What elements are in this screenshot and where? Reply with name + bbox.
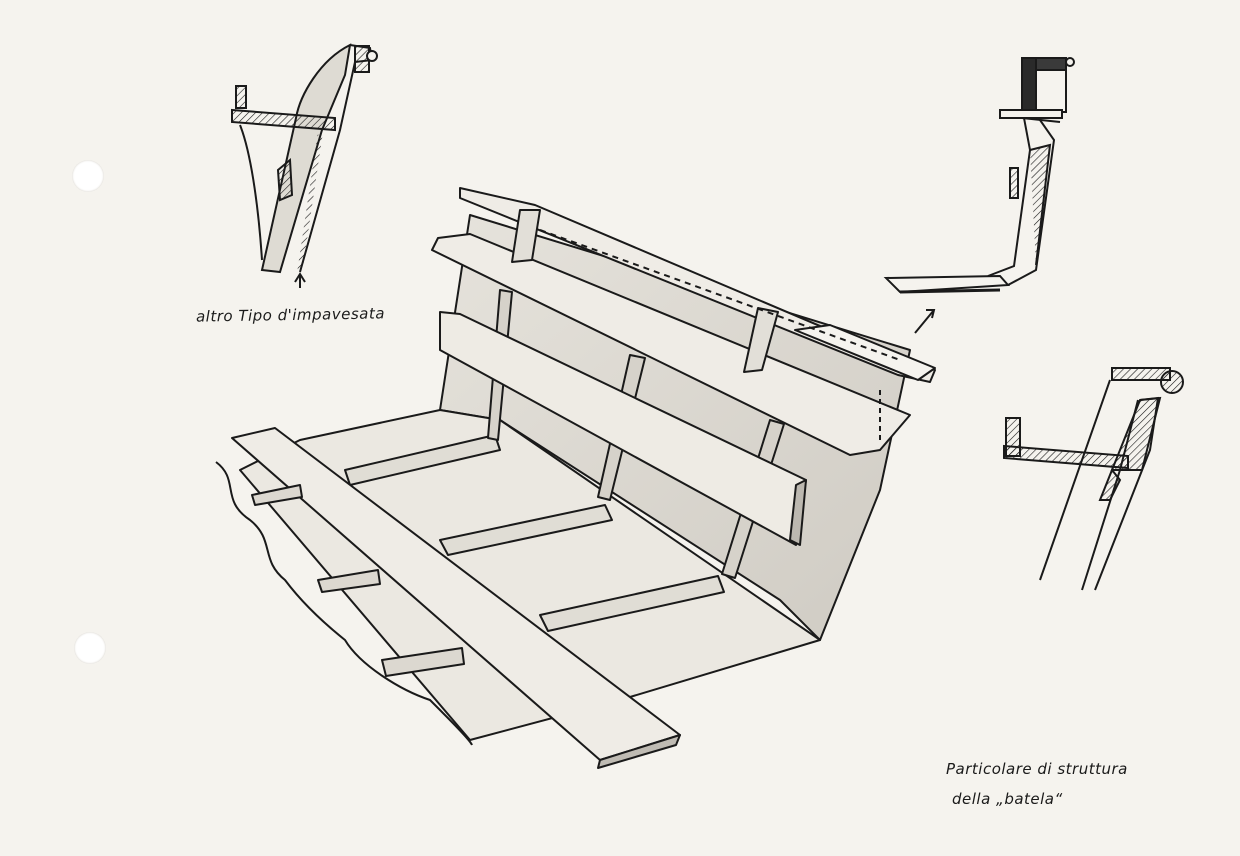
- annotation-bulwark-alt: altro Tipo d'impavesata: [195, 304, 386, 326]
- detail-section-right: [883, 57, 1075, 334]
- detail-gunwale-right: [1003, 367, 1184, 591]
- caption-line-2: della „batela“: [952, 790, 1063, 808]
- punch-hole-bottom: [74, 632, 106, 664]
- punch-hole-top: [72, 160, 104, 192]
- detail-bulwark-alt: [231, 43, 378, 288]
- caption-line-1: Particolare di struttura: [946, 760, 1128, 778]
- hull-section: [215, 187, 936, 769]
